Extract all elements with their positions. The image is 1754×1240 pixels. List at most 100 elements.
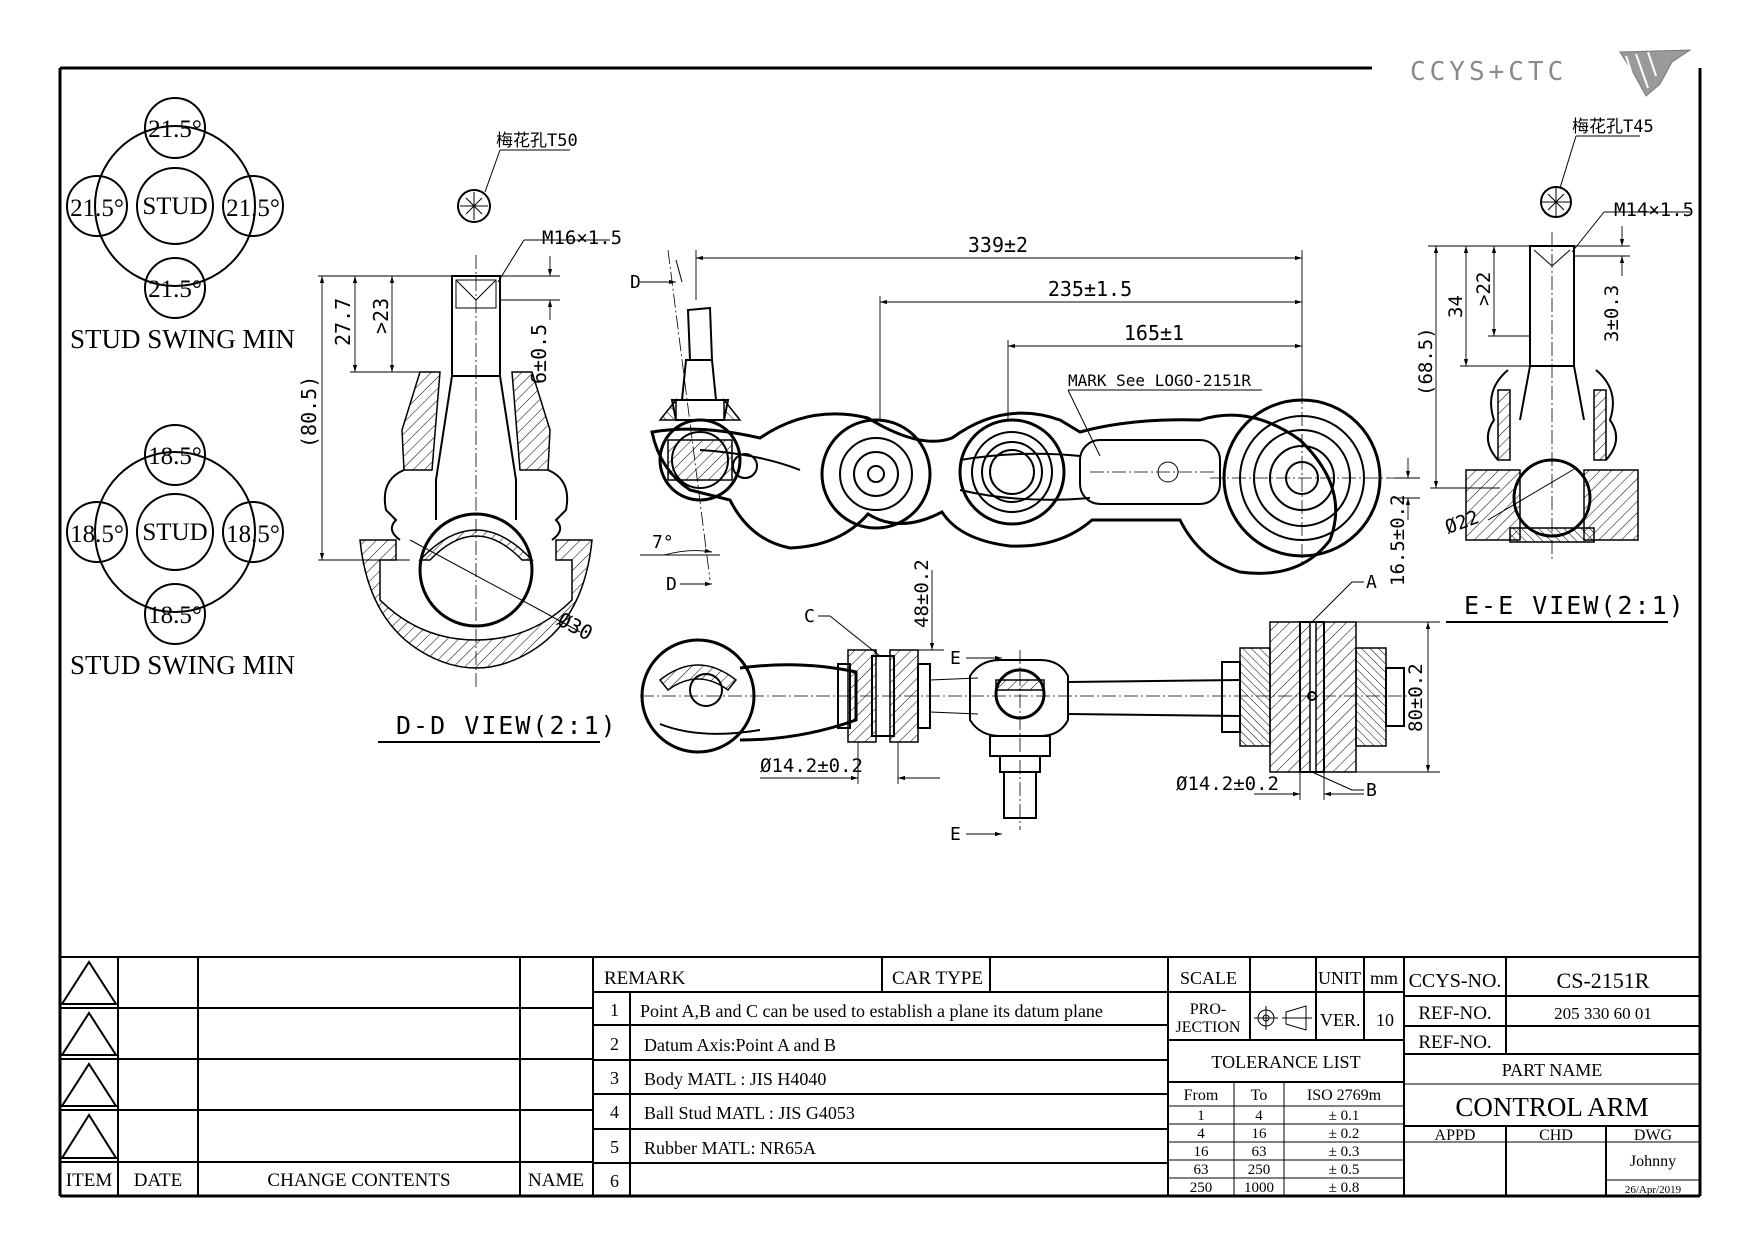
remark-no-1: 1 [610,1000,619,1020]
dim-16-5: 16.5±0.2 [1387,494,1409,586]
tol-r2-val: ± 0.2 [1329,1126,1360,1142]
dd-socket-label: 梅花孔T50 [496,131,578,151]
ee-dim-22: >22 [1473,272,1495,306]
appd-label: APPD [1435,1127,1476,1144]
ver-label: VER. [1320,1010,1361,1030]
tol-r4-from: 63 [1194,1162,1209,1178]
side-view: C 48±0.2 Ø14.2±0.2 E E [640,559,1440,845]
stud-swing-diagram-2: 18.5° 18.5° 18.5° 18.5° STUD STUD SWING … [66,424,295,680]
revision-table: ITEM DATE CHANGE CONTENTS NAME [60,957,594,1196]
tol-r4-to: 250 [1248,1162,1271,1178]
dd-view-title: D-D VIEW(2:1) [396,711,618,740]
section-d-bottom: D [666,574,677,595]
title-block: ITEM DATE CHANGE CONTENTS NAME REMARK CA… [60,957,1700,1196]
projection-label-1: PRO- [1190,1001,1226,1018]
dd-section-view: 梅花孔T50 Ø30 M16×1.5 (80.5) 27.7 >23 [297,131,622,743]
remark-text-1: Point A,B and C can be used to establish… [640,1001,1103,1021]
tol-r5-from: 250 [1190,1180,1213,1196]
rev-name-header: NAME [528,1170,584,1191]
part-name-label: PART NAME [1502,1060,1602,1080]
ee-thread-label: M14×1.5 [1614,199,1694,221]
remark-text-2: Datum Axis:Point A and B [644,1035,836,1055]
remark-no-2: 2 [610,1034,619,1054]
remark-no-5: 5 [610,1137,619,1157]
rev-item-header: ITEM [66,1170,113,1191]
rev-date-header: DATE [134,1170,183,1191]
mark-note: MARK See LOGO-2151R [1068,371,1251,390]
section-b-label: B [1366,780,1377,801]
dd-dim-overall: (80.5) [297,376,321,448]
scale-label: SCALE [1180,968,1237,988]
unit-label: UNIT [1318,968,1361,988]
remark-text-5: Rubber MATL: NR65A [644,1138,816,1158]
remark-text-4: Ball Stud MATL : JIS G4053 [644,1103,855,1123]
ccys-no-label: CCYS-NO. [1409,970,1502,992]
tol-r5-val: ± 0.8 [1329,1180,1360,1196]
car-type-label: CAR TYPE [892,968,983,989]
dim-phi-right: Ø14.2±0.2 [1176,773,1279,795]
swing-top-value: 21.5° [148,116,202,143]
ee-dim-34: 34 [1445,295,1467,318]
tol-r1-from: 1 [1197,1108,1205,1124]
ee-dim-overall: (68.5) [1415,327,1437,396]
tolerance-title: TOLERANCE LIST [1211,1052,1360,1072]
remarks-table: REMARK CAR TYPE 1 Point A,B and C can be… [593,957,1169,1196]
dd-dim-23: >23 [369,298,393,334]
ref-no-value: 205 330 60 01 [1554,1004,1652,1023]
swing-bottom-value: 18.5° [148,602,202,629]
remark-text-3: Body MATL : JIS H4040 [644,1069,826,1089]
ee-view-title: E-E VIEW(2:1) [1464,591,1686,620]
tol-r2-from: 4 [1197,1126,1205,1142]
tol-r2-to: 16 [1252,1126,1268,1142]
tol-header-iso: ISO 2769m [1307,1087,1382,1104]
dd-thread-label: M16×1.5 [542,227,622,249]
chd-label: CHD [1539,1127,1573,1144]
stud-swing-diagram-1: 21.5° 21.5° 21.5° 21.5° STUD STUD SWING … [66,97,295,354]
section-a-label: A [1366,572,1377,593]
dd-dim-6: 6±0.5 [527,324,551,384]
swing-caption: STUD SWING MIN [70,650,295,680]
tol-r1-to: 4 [1255,1108,1263,1124]
drawer-name: Johnny [1630,1153,1676,1170]
swing-caption: STUD SWING MIN [70,324,295,354]
remark-no-6: 6 [610,1171,619,1191]
swing-right-value: 21.5° [226,195,280,222]
unit-value: mm [1370,968,1398,988]
section-c-label: C [804,606,815,627]
projection-label-2: JECTION [1176,1019,1241,1036]
ccys-no-value: CS-2151R [1557,968,1650,993]
remark-no-3: 3 [610,1068,619,1088]
section-e-top: E [950,648,961,669]
logo-text: CCYS+CTC [1410,57,1567,87]
swing-bottom-value: 21.5° [148,276,202,303]
tol-r3-to: 63 [1252,1144,1267,1160]
dim-235: 235±1.5 [1048,277,1132,301]
tol-r3-val: ± 0.3 [1329,1144,1360,1160]
dim-339: 339±2 [968,233,1028,257]
dim-48: 48±0.2 [911,559,933,628]
remark-header: REMARK [604,968,686,989]
ee-section-view: 梅花孔T45 Ø22 M14×1.5 (68.5) 34 >22 [1415,117,1694,623]
tol-header-to: To [1251,1087,1268,1104]
tol-r3-from: 16 [1194,1144,1210,1160]
tol-r4-val: ± 0.5 [1329,1162,1360,1178]
sheet-frame [58,66,1702,1198]
projection-symbol-icon [1254,1005,1312,1031]
ver-value: 10 [1376,1010,1394,1030]
scale-tolerance-block: SCALE UNIT mm PRO- JECTION VER. 10 TOLER… [1168,957,1405,1196]
ref-no-label: REF-NO. [1418,1003,1491,1024]
tol-r5-to: 1000 [1244,1180,1274,1196]
swing-center-label: STUD [142,193,207,220]
rev-change-header: CHANGE CONTENTS [267,1170,450,1191]
dd-dim-27: 27.7 [331,298,355,346]
swing-center-label: STUD [142,519,207,546]
swing-top-value: 18.5° [148,443,202,470]
swing-right-value: 18.5° [226,521,280,548]
remark-no-4: 4 [610,1102,619,1122]
ee-dim-3: 3±0.3 [1601,285,1623,342]
section-d-top: D [630,272,641,293]
dim-80: 80±0.2 [1405,663,1427,732]
ee-socket-label: 梅花孔T45 [1572,117,1654,137]
section-e-bottom: E [950,824,961,845]
